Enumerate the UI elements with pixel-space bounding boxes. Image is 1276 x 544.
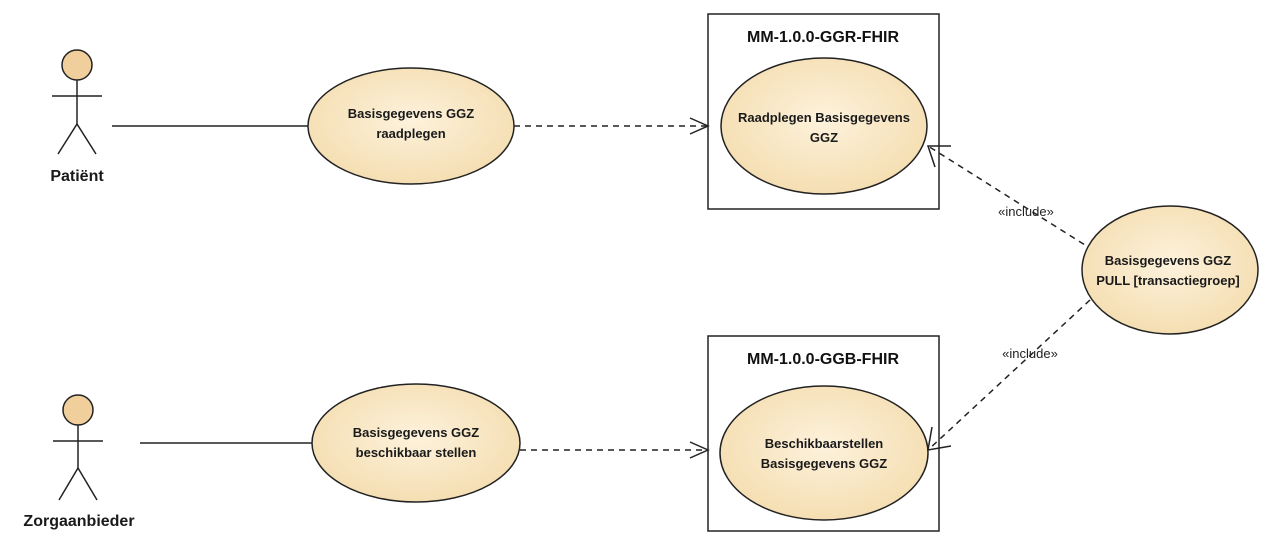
use-case-beschikbaarstellen-ggb-line2: Basisgegevens GGZ [761,456,887,471]
include-top-label: «include» [998,204,1054,219]
actor-zorgaanbieder[interactable]: Zorgaanbieder [23,394,135,530]
use-case-raadplegen-ggr-line1: Raadplegen Basisgegevens [738,110,910,125]
use-case-beschikbaarstellen-ggb-line1: Beschikbaarstellen [765,436,884,451]
actor-patient-right-leg [76,123,97,155]
use-case-pull[interactable]: Basisgegevens GGZ PULL [transactiegroep] [1081,205,1259,335]
use-case-pull-line2: PULL [transactiegroep] [1096,273,1240,288]
dependency-beschikbaar-arrowhead [689,441,710,459]
use-case-raadplegen-line1: Basisgegevens GGZ [348,106,474,121]
use-case-raadplegen[interactable]: Basisgegevens GGZ raadplegen [307,67,515,185]
actor-zorgaanbieder-left-leg [58,467,79,501]
include-bottom-line [927,299,1091,451]
use-case-pull-line1: Basisgegevens GGZ [1105,253,1231,268]
use-case-raadplegen-ggr-line2: GGZ [810,130,838,145]
actor-patient[interactable]: Patiënt [50,49,104,185]
include-top-line [927,145,1113,263]
dependency-beschikbaar[interactable] [520,441,710,459]
use-case-beschikbaarstellen-ggb[interactable]: Beschikbaarstellen Basisgegevens GGZ [719,385,929,521]
include-bottom-label: «include» [1002,346,1058,361]
use-case-beschikbaarstellen-ggb-shape [719,385,929,521]
use-case-raadplegen-ggr-shape [720,57,928,195]
use-case-pull-shape [1081,205,1259,335]
actor-zorgaanbieder-head [62,394,94,426]
use-case-beschikbaar[interactable]: Basisgegevens GGZ beschikbaar stellen [311,383,521,503]
actor-patient-head [61,49,93,81]
use-case-beschikbaar-shape [311,383,521,503]
use-case-raadplegen-line2: raadplegen [376,126,445,141]
include-relation-top[interactable]: «include» [926,145,1113,263]
dependency-raadplegen[interactable] [514,117,710,135]
use-case-raadplegen-ggr[interactable]: Raadplegen Basisgegevens GGZ [720,57,928,195]
actor-zorgaanbieder-label: Zorgaanbieder [23,513,134,530]
dependency-raadplegen-arrowhead [689,117,710,135]
actor-zorgaanbieder-right-leg [77,467,98,501]
use-case-beschikbaar-line1: Basisgegevens GGZ [353,425,479,440]
boundary-ggb-title: MM-1.0.0-GGB-FHIR [747,351,899,368]
use-case-raadplegen-shape [307,67,515,185]
include-relation-bottom[interactable]: «include» [927,299,1091,451]
actor-patient-label: Patiënt [50,168,104,185]
use-case-beschikbaar-line2: beschikbaar stellen [356,445,477,460]
boundary-ggr-title: MM-1.0.0-GGR-FHIR [747,29,899,46]
include-top-arrowhead [926,145,951,168]
actor-patient-left-leg [57,123,78,155]
